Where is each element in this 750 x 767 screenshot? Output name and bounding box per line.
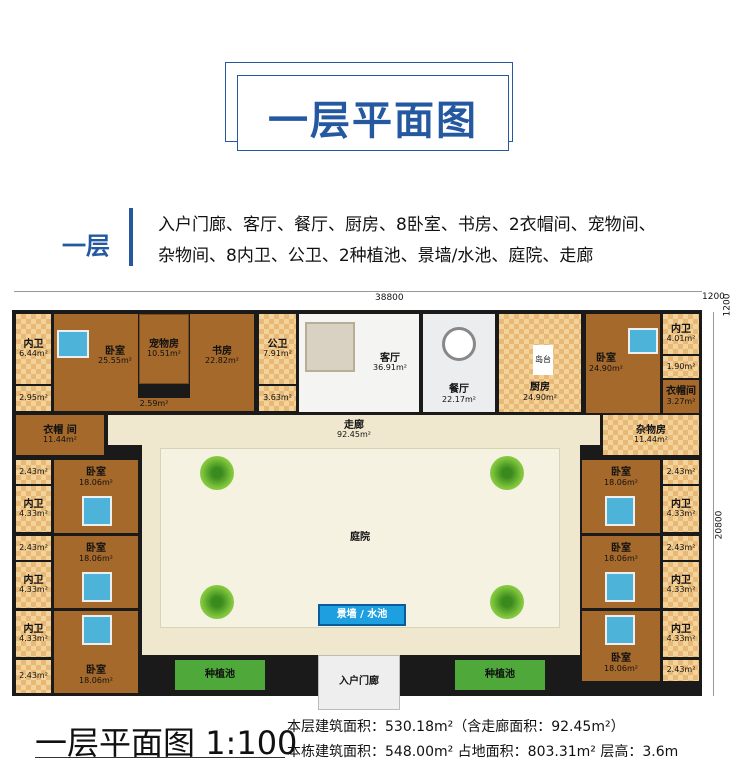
- dimension-width: 38800: [375, 293, 404, 303]
- bed-icon: [82, 615, 112, 645]
- room-wash: 3.63m²: [259, 386, 296, 411]
- level-label: 一层: [62, 232, 110, 260]
- sofa-icon: [305, 322, 355, 372]
- tree-icon: [200, 456, 234, 490]
- dimension-offset: 1200: [702, 292, 725, 302]
- bed-icon: [82, 496, 112, 526]
- tree-icon: [200, 585, 234, 619]
- room-wash: 2.43m²: [16, 460, 51, 484]
- floor-area-stat: 本层建筑面积：530.18m²（含走廊面积：92.45m²）: [287, 719, 625, 735]
- footer-title: 一层平面图 1:100: [35, 718, 297, 764]
- planter-left: 种植池: [175, 660, 265, 690]
- footer-title-text: 一层平面图: [35, 724, 196, 762]
- room-wash: 2.43m²: [663, 660, 699, 681]
- room-wash: 2.43m²: [663, 536, 699, 560]
- page-title: 一层平面图: [268, 98, 478, 144]
- water-feature-wall: 景墙 / 水池: [318, 604, 406, 626]
- kitchen-island: 岛台: [533, 345, 553, 375]
- room-hall: 2.59m²: [54, 398, 254, 411]
- bed-icon: [82, 572, 112, 602]
- dimension-line-v: [713, 312, 714, 696]
- bed-icon: [57, 330, 89, 358]
- bed-icon: [628, 328, 658, 354]
- room-wash: 2.95m²: [16, 386, 51, 411]
- bed-icon: [605, 496, 635, 526]
- bed-icon: [605, 572, 635, 602]
- bed-icon: [605, 615, 635, 645]
- planter-right: 种植池: [455, 660, 545, 690]
- summary-line-2: 杂物间、8内卫、公卫、2种植池、景墙/水池、庭院、走廊: [158, 246, 594, 266]
- summary-line-1: 入户门廊、客厅、餐厅、厨房、8卧室、书房、2衣帽间、宠物间、: [158, 215, 656, 235]
- building-area-stat: 本栋建筑面积：548.00m² 占地面积：803.31m² 层高：3.6m: [287, 744, 679, 760]
- entrance-porch: 入户门廊: [318, 655, 400, 710]
- room-wash: 2.43m²: [16, 536, 51, 560]
- room-wash: 2.43m²: [16, 660, 51, 693]
- scale: 1:100: [205, 724, 298, 762]
- tree-icon: [490, 585, 524, 619]
- divider: [129, 208, 133, 266]
- dimension-line: [14, 291, 702, 292]
- room-wash: 2.43m²: [663, 460, 699, 484]
- dimension-offset-v: 1200: [722, 293, 733, 317]
- room-wash: 1.90m²: [663, 356, 699, 378]
- title-box: [237, 75, 509, 151]
- footer-underline: [35, 757, 285, 758]
- dimension-depth: 20800: [714, 510, 725, 540]
- tree-icon: [490, 456, 524, 490]
- dining-table-icon: [442, 327, 476, 361]
